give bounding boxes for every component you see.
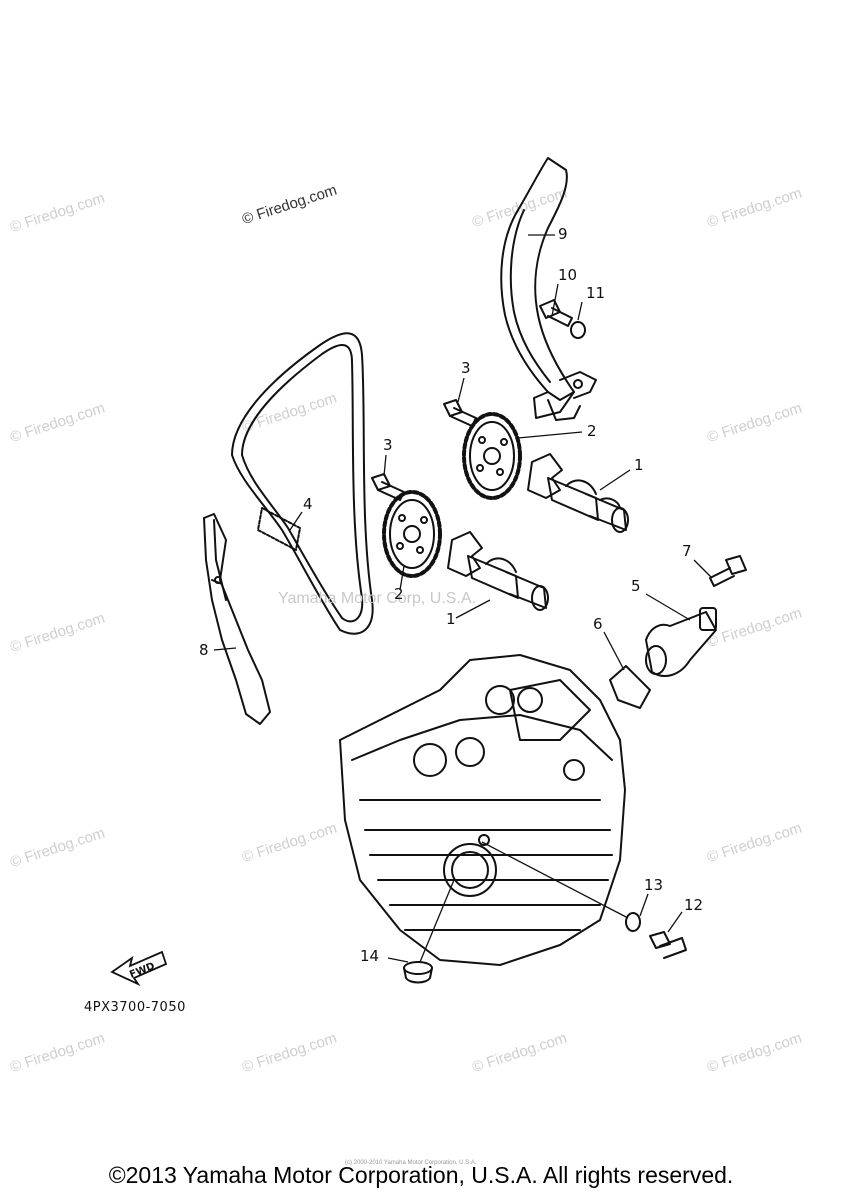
callout-3-lower: 3	[383, 436, 393, 454]
callout-9: 9	[558, 225, 568, 243]
callout-8: 8	[199, 641, 209, 659]
center-watermark: Yamaha Motor Corp, U.S.A.	[278, 590, 476, 607]
callout-4: 4	[303, 495, 313, 513]
callout-1-upper: 1	[634, 456, 644, 474]
callout-5: 5	[631, 577, 641, 595]
fwd-arrow	[110, 950, 168, 987]
washer-13	[625, 912, 641, 932]
small-copyright: (c) 2000-2010 Yamaha Motor Corporation, …	[345, 1160, 477, 1166]
bolt-7	[709, 555, 747, 587]
callout-13: 13	[644, 876, 664, 894]
callout-3-upper: 3	[461, 359, 471, 377]
callout-6: 6	[593, 615, 603, 633]
washer-11	[570, 321, 586, 339]
callout-10: 10	[558, 266, 578, 284]
callout-1-lower: 1	[446, 610, 456, 628]
callout-7: 7	[682, 542, 692, 560]
cam-sprocket-2-upper	[462, 412, 522, 500]
diagram-reference-code: 4PX3700-7050	[84, 1000, 186, 1015]
chain-guide-8	[203, 513, 271, 725]
cam-sprocket-2-lower	[382, 490, 442, 578]
plug-14	[403, 961, 433, 984]
fwd-label: FWD	[128, 961, 156, 981]
camshaft-1-lower	[447, 531, 549, 611]
callout-12: 12	[684, 896, 704, 914]
leader-lines	[213, 234, 713, 963]
callout-14: 14	[360, 947, 380, 965]
callout-11: 11	[586, 284, 606, 302]
bolt-3-upper	[443, 399, 477, 427]
bolt-10	[539, 299, 573, 327]
timing-chain-4	[231, 332, 374, 635]
callout-2-lower: 2	[394, 585, 404, 603]
chain-tensioner-5	[645, 607, 717, 677]
cylinder-head	[339, 654, 626, 966]
copyright-footer: ©2013 Yamaha Motor Corporation, U.S.A. A…	[108, 1162, 734, 1188]
gasket-6	[609, 665, 651, 709]
chain-guide-9	[500, 157, 597, 421]
callout-2-upper: 2	[587, 422, 597, 440]
bolt-12	[649, 931, 687, 959]
camshaft-1-upper	[527, 453, 629, 533]
